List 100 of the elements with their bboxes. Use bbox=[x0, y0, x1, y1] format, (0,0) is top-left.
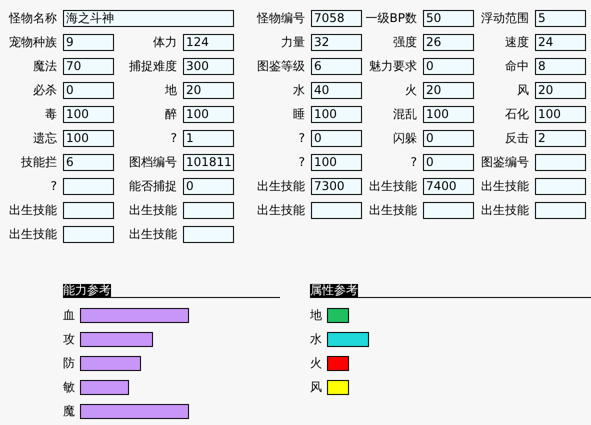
field-label: 出生技能 bbox=[257, 178, 305, 195]
field-label: 石化 bbox=[505, 106, 529, 123]
stat-bar bbox=[80, 356, 141, 371]
input-field: 1 bbox=[183, 130, 234, 147]
stat-bar bbox=[80, 404, 189, 419]
bar-label: 防 bbox=[63, 356, 75, 371]
bar-label: 敏 bbox=[63, 380, 75, 395]
field-label: 出生技能 bbox=[481, 202, 529, 219]
color-swatch bbox=[327, 308, 349, 323]
bar-label: 水 bbox=[310, 332, 322, 347]
field-label: 技能拦 bbox=[21, 154, 57, 171]
input-field: 100 bbox=[311, 154, 362, 171]
input-field: 70 bbox=[63, 58, 114, 75]
input-field: 0 bbox=[423, 154, 474, 171]
field-label: 闪躲 bbox=[393, 130, 417, 147]
field-label: 强度 bbox=[393, 34, 417, 51]
bar-label: 风 bbox=[310, 380, 322, 395]
field-label: 地 bbox=[165, 82, 177, 99]
field-label: 怪物编号 bbox=[257, 10, 305, 27]
field-label: 出生技能 bbox=[481, 178, 529, 195]
input-field: 7400 bbox=[423, 178, 474, 195]
field-label: 宠物种族 bbox=[9, 34, 57, 51]
input-field: 100 bbox=[311, 106, 362, 123]
bar-label: 地 bbox=[310, 308, 322, 323]
input-field bbox=[311, 202, 362, 219]
input-field: 20 bbox=[423, 82, 474, 99]
field-label: 混乱 bbox=[393, 106, 417, 123]
field-label: 命中 bbox=[505, 58, 529, 75]
field-label: 力量 bbox=[281, 34, 305, 51]
field-label: 体力 bbox=[153, 34, 177, 51]
field-label: 睡 bbox=[293, 106, 305, 123]
input-field: 海之斗神 bbox=[63, 10, 234, 27]
input-field bbox=[535, 178, 586, 195]
input-field bbox=[63, 226, 114, 243]
field-label: 魔法 bbox=[33, 58, 57, 75]
color-swatch bbox=[327, 332, 369, 347]
input-field: 0 bbox=[311, 130, 362, 147]
input-field: 50 bbox=[423, 10, 474, 27]
field-label: 出生技能 bbox=[369, 178, 417, 195]
field-label: 捕捉难度 bbox=[129, 58, 177, 75]
input-field: 5 bbox=[535, 10, 586, 27]
field-label: 风 bbox=[517, 82, 529, 99]
field-label: 出生技能 bbox=[369, 202, 417, 219]
field-label: 魅力要求 bbox=[369, 58, 417, 75]
input-field: 7058 bbox=[311, 10, 362, 27]
bar-label: 攻 bbox=[63, 332, 75, 347]
field-label: 出生技能 bbox=[9, 202, 57, 219]
field-label: 毒 bbox=[45, 106, 57, 123]
field-label: ? bbox=[298, 130, 305, 147]
input-field: 101811 bbox=[183, 154, 234, 171]
field-label: 必杀 bbox=[33, 82, 57, 99]
input-field bbox=[535, 154, 586, 171]
input-field bbox=[63, 178, 114, 195]
section-heading: 能力参考 bbox=[63, 284, 111, 297]
color-swatch bbox=[327, 380, 349, 395]
input-field: 8 bbox=[535, 58, 586, 75]
input-field: 0 bbox=[423, 130, 474, 147]
field-label: 速度 bbox=[505, 34, 529, 51]
input-field: 6 bbox=[63, 154, 114, 171]
field-label: 浮动范围 bbox=[481, 10, 529, 27]
input-field bbox=[423, 202, 474, 219]
bar-label: 魔 bbox=[63, 404, 75, 419]
field-label: 出生技能 bbox=[9, 226, 57, 243]
field-label: 出生技能 bbox=[129, 226, 177, 243]
stat-bar bbox=[80, 380, 129, 395]
field-label: 图档编号 bbox=[129, 154, 177, 171]
field-label: ? bbox=[50, 178, 57, 195]
color-swatch bbox=[327, 356, 349, 371]
input-field: 100 bbox=[63, 130, 114, 147]
input-field: 32 bbox=[311, 34, 362, 51]
input-field: 2 bbox=[535, 130, 586, 147]
input-field: 0 bbox=[63, 82, 114, 99]
input-field: 100 bbox=[183, 106, 234, 123]
input-field bbox=[535, 202, 586, 219]
input-field: 6 bbox=[311, 58, 362, 75]
input-field: 100 bbox=[423, 106, 474, 123]
field-label: 怪物名称 bbox=[9, 10, 57, 27]
field-label: 图鉴等级 bbox=[257, 58, 305, 75]
input-field: 7300 bbox=[311, 178, 362, 195]
field-label: ? bbox=[170, 130, 177, 147]
input-field: 26 bbox=[423, 34, 474, 51]
input-field: 24 bbox=[535, 34, 586, 51]
bar-label: 血 bbox=[63, 308, 75, 323]
input-field: 0 bbox=[423, 58, 474, 75]
input-field bbox=[63, 202, 114, 219]
field-label: 遗忘 bbox=[33, 130, 57, 147]
input-field: 100 bbox=[63, 106, 114, 123]
stat-bar bbox=[80, 332, 153, 347]
field-label: ? bbox=[410, 154, 417, 171]
field-label: 火 bbox=[405, 82, 417, 99]
section-heading: 属性参考 bbox=[310, 284, 358, 297]
stat-bar bbox=[80, 308, 189, 323]
input-field bbox=[183, 226, 234, 243]
field-label: 反击 bbox=[505, 130, 529, 147]
input-field: 40 bbox=[311, 82, 362, 99]
field-label: 出生技能 bbox=[257, 202, 305, 219]
field-label: ? bbox=[298, 154, 305, 171]
field-label: 一级BP数 bbox=[366, 10, 417, 27]
input-field bbox=[183, 202, 234, 219]
field-label: 能否捕捉 bbox=[129, 178, 177, 195]
